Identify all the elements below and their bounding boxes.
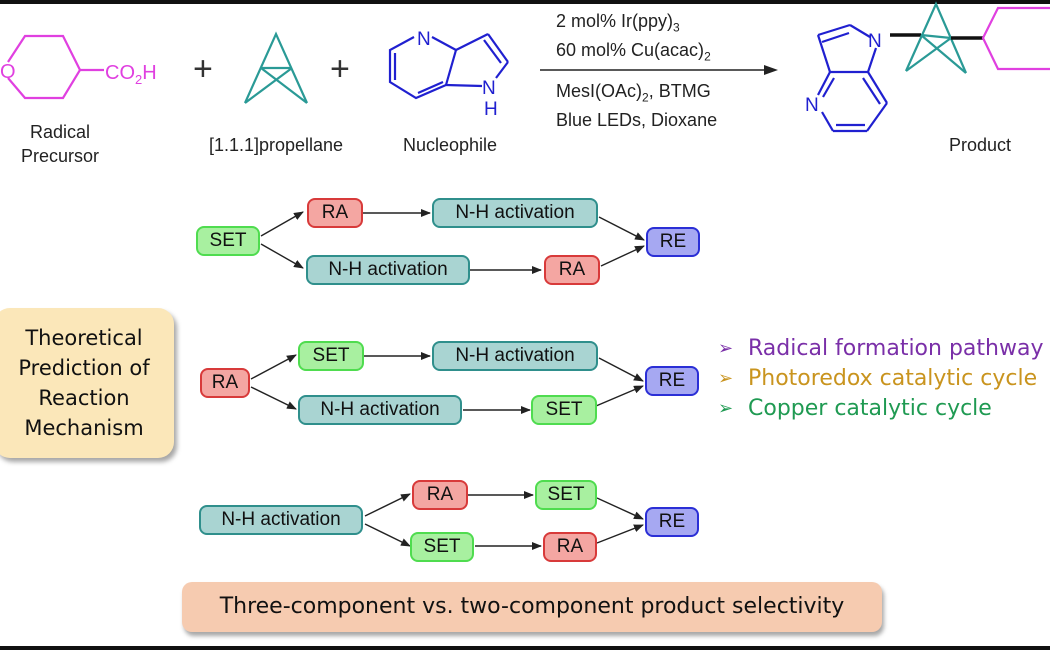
propellane-label: [1.1.1]propellane	[208, 135, 344, 155]
arrow	[600, 245, 645, 267]
node-nh-activation: N-H activation	[432, 198, 598, 228]
legend-text: Radical formation pathway	[748, 336, 1044, 361]
nucleophile-label: Nucleophile	[402, 135, 498, 155]
legend-item-radical-formation: ➢ Radical formation pathway	[718, 334, 1043, 364]
theory-line: Reaction	[38, 386, 130, 410]
arrow	[250, 386, 297, 410]
arrow	[260, 243, 304, 269]
arrow	[598, 357, 644, 382]
node-ra: RA	[200, 368, 250, 398]
arrow	[598, 216, 645, 241]
conditions-below-arrow: MesI(OAc)2, BTMG Blue LEDs, Dioxane	[556, 80, 717, 131]
plus-sign-2: +	[330, 50, 350, 88]
ring-oxygen-atom: O	[0, 61, 16, 83]
node-nh-activation: N-H activation	[298, 395, 462, 425]
theory-line: Prediction of	[18, 356, 150, 380]
product-n2: N	[805, 95, 819, 116]
product-structure: N N	[805, 1, 1050, 133]
radical-precursor-label-line1: Radical	[29, 122, 91, 142]
nucleophile-nh-n: N	[482, 78, 496, 99]
node-nh-activation: N-H activation	[306, 255, 470, 285]
node-nh-activation: N-H activation	[199, 505, 363, 535]
light-solvent: Blue LEDs, Dioxane	[556, 109, 718, 130]
theoretical-prediction-box: Theoretical Prediction of Reaction Mecha…	[0, 308, 174, 458]
arrow	[260, 211, 304, 237]
arrow-bullet-icon: ➢	[718, 338, 734, 359]
node-nh-activation: N-H activation	[432, 341, 598, 371]
arrow	[250, 354, 297, 380]
node-set: SET	[196, 226, 260, 256]
theory-line: Theoretical	[25, 326, 143, 350]
product-label: Product	[948, 135, 1012, 155]
arrow-bullet-icon: ➢	[718, 368, 734, 389]
catalyst-ir: 2 mol% Ir(ppy)3	[556, 11, 680, 35]
arrow	[364, 523, 411, 547]
radical-precursor-label: Radical Precursor	[10, 120, 110, 168]
node-ra: RA	[307, 198, 363, 228]
node-set: SET	[410, 532, 474, 562]
reaction-arrow	[540, 65, 778, 75]
catalyst-cu: 60 mol% Cu(acac)2	[556, 39, 711, 64]
node-re: RE	[645, 507, 699, 537]
nucleophile-ring-n: N	[417, 29, 431, 50]
nucleophile-structure	[388, 33, 509, 100]
legend-item-photoredox: ➢ Photoredox catalytic cycle	[718, 364, 1043, 394]
nucleophile-nh-h: H	[484, 99, 498, 120]
node-set: SET	[535, 480, 597, 510]
node-re: RE	[645, 366, 699, 396]
node-ra: RA	[412, 480, 468, 510]
arrow	[595, 385, 644, 407]
bottom-border	[0, 646, 1050, 650]
arrow	[596, 524, 644, 544]
top-border	[0, 0, 1050, 4]
plus-sign-1: +	[193, 50, 213, 88]
selectivity-box: Three-component vs. two-component produc…	[182, 582, 882, 632]
conditions-above-arrow: 2 mol% Ir(ppy)3 60 mol% Cu(acac)2	[556, 10, 711, 67]
propellane-structure	[243, 31, 309, 104]
legend: ➢ Radical formation pathway ➢ Photoredox…	[718, 334, 1043, 424]
radical-precursor-structure	[7, 34, 104, 100]
radical-precursor-label-line2: Precursor	[20, 146, 100, 166]
node-set: SET	[531, 395, 597, 425]
theory-line: Mechanism	[24, 416, 144, 440]
node-ra: RA	[544, 255, 600, 285]
reaction-scheme-structures: O CO2H N N H	[0, 1, 1050, 133]
product-n1: N	[868, 31, 882, 52]
legend-text: Copper catalytic cycle	[748, 396, 992, 421]
node-ra: RA	[543, 532, 597, 562]
arrow	[596, 497, 644, 520]
node-set: SET	[298, 341, 364, 371]
carboxylic-acid-group: CO2H	[105, 62, 157, 87]
arrow-bullet-icon: ➢	[718, 398, 734, 419]
arrow	[364, 493, 411, 517]
reagents: MesI(OAc)2, BTMG	[556, 81, 711, 105]
node-re: RE	[646, 227, 700, 257]
legend-item-copper: ➢ Copper catalytic cycle	[718, 394, 1043, 424]
legend-text: Photoredox catalytic cycle	[748, 366, 1038, 391]
